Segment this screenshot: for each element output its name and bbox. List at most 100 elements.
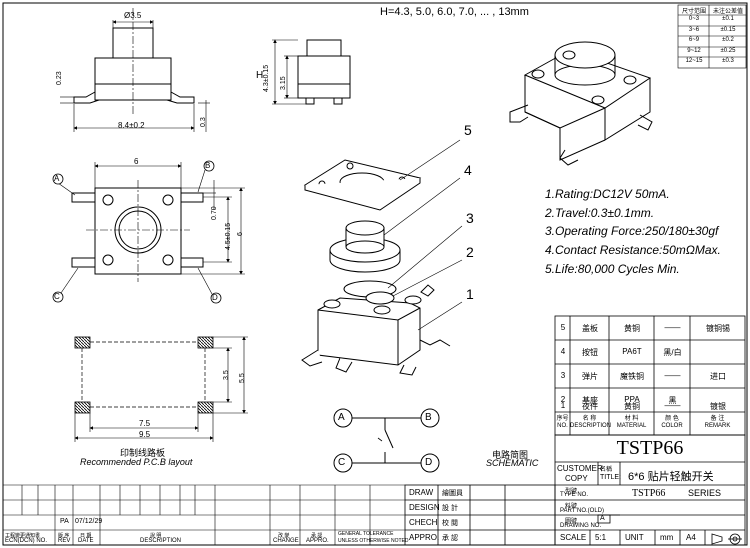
pcb-caption-en: Recommended P.C.B layout [80,457,193,467]
dim-pin-pitch: 4.5±0.15 [225,222,232,250]
appro-label: APPRO. [409,533,440,542]
dim-pin-w: 0.70 [211,206,218,220]
ecn-header-cn: 工程變更通知書 [5,533,41,539]
series-label: SERIES [688,488,722,498]
type-cn: 型號 [565,489,578,495]
pin-label-c: C [54,292,60,301]
spec-life: 5.Life:80,000 Cycles Min. [545,262,680,276]
dim-pcb-95: 9.5 [139,430,151,439]
exploded-leaders [383,139,463,331]
bom-cell-name: 基座 [582,396,598,405]
date-header-cn: 日 期 [80,533,92,539]
appro-cn: 承 認 [442,535,458,542]
customer-label: CUSTOMER [557,464,603,473]
schematic-caption-cn: 电路简图 [492,450,529,460]
pin-callouts [52,160,222,304]
design-label: DESIGN [409,503,440,512]
tolerance-range: 0~3 [688,16,700,22]
rev-date: 07/12/29 [75,518,103,525]
dim-pcb-55: 5.5 [239,373,246,383]
bom-cell-no: 5 [560,323,566,332]
part-number-4: 4 [464,162,472,178]
dim-body-width: 8.4±0.2 [118,121,145,130]
bom-cell-remark: 进口 [710,372,726,381]
dim-lead-thk2: 0.3 [200,117,207,127]
desc-header-cn: 說 明 [150,533,162,539]
bom-header-cn: 材 料 [624,416,639,422]
unit-value: mm [660,533,674,542]
title-value: 6*6 贴片轻触开关 [628,471,714,483]
bom-cell-material: 黄铜 [624,324,640,333]
tolerance-header-range: 尺寸范围 [681,9,706,15]
unit-label: UNIT [625,533,644,542]
size-value: A4 [686,533,696,542]
schematic [333,408,440,473]
schematic-node-b: B [425,412,432,423]
tolerance-range: 9~12 [687,48,701,54]
chech-cn: 校 閱 [442,520,458,527]
bom-cell-name: 按钮 [582,348,598,357]
rev-header-cn: 版 序 [58,533,70,539]
bom-cell-no: 3 [560,371,566,380]
tolerance-note: UNLESS OTHERWISE NOTED [338,538,409,544]
bom-header-cn: 名 称 [582,416,597,422]
top-view [57,162,245,295]
appro-header-en: APPRO. [306,538,329,544]
pin-label-d: D [212,293,218,302]
partno-label: PART NO.(OLD) [560,508,605,514]
dim-pcb-75: 7.5 [139,419,151,428]
chech-label: CHECH [409,518,438,527]
schematic-node-d: D [425,457,433,468]
dim-top-dia: Ø3.5 [124,11,142,20]
tolerance-range: 6~9 [688,37,700,43]
tolerance-value: ±0.3 [722,58,734,64]
spec-travel: 2.Travel:0.3±0.1mm. [545,206,655,220]
dim-pcb-35: 3.5 [223,370,230,380]
bom-header-en: MATERIAL [616,423,647,429]
change-header-en: CHANGE [273,538,299,544]
bom-cell-color: —— [664,371,681,380]
tolerance-header-value: 未注公差值 [712,9,743,15]
schematic-node-a: A [338,412,345,423]
isometric-view [509,41,653,166]
bom-cell-name: 弹片 [582,372,598,381]
exploded-view [301,159,451,376]
bom-header-en: COLOR [661,423,683,429]
bom-cell-name: 夜件 [582,402,598,411]
bom-cell-material: 黄铜 [624,402,640,411]
partno-cn: 料號 [565,504,578,510]
type-label: TYPE NO. [560,492,589,498]
pcb-caption-cn: 印制线路板 [120,448,166,458]
pin-label-b: B [205,161,211,170]
schematic-node-c: C [338,457,346,468]
dim-lead-thk: 0.23 [56,71,63,85]
bom-cell-material: PPA [624,395,640,404]
bom-cell-no: 2 [560,395,566,404]
bom-cell-color: 黑/白 [663,348,682,357]
tolerance-range: 12~15 [685,58,703,64]
part-title: TSTP66 [616,437,684,459]
bom-cell-name: 盖板 [582,324,598,333]
bom-header-cn: 备 注 [710,416,725,422]
change-header-cn: 改 變 [278,533,290,539]
tolerance-value: ±0.15 [720,27,736,33]
bom-cell-material: 魔铁铜 [620,372,644,381]
bom-header-en: NO. [557,423,568,429]
scale-label: SCALE [560,533,587,542]
part-number-2: 2 [466,244,474,260]
design-cn: 設 計 [442,505,458,512]
pin-label-a: A [54,174,60,183]
spec-contact-resistance: 4.Contact Resistance:50mΩMax. [545,243,721,257]
revision-grid [3,484,405,545]
drawno-value: A [600,515,605,522]
projection-symbol-icon [711,533,742,545]
bom-cell-material: PA6T [622,347,642,356]
dim-side-6: 6 [237,232,244,236]
part-number-5: 5 [464,122,472,138]
bom-header-en: DESCRIPTION [570,423,612,429]
height-note: H=4.3, 5.0, 6.0, 7.0, ... , 13mm [380,6,529,18]
scale-value: 5:1 [595,533,607,542]
draw-cn: 繪圖員 [442,490,463,497]
